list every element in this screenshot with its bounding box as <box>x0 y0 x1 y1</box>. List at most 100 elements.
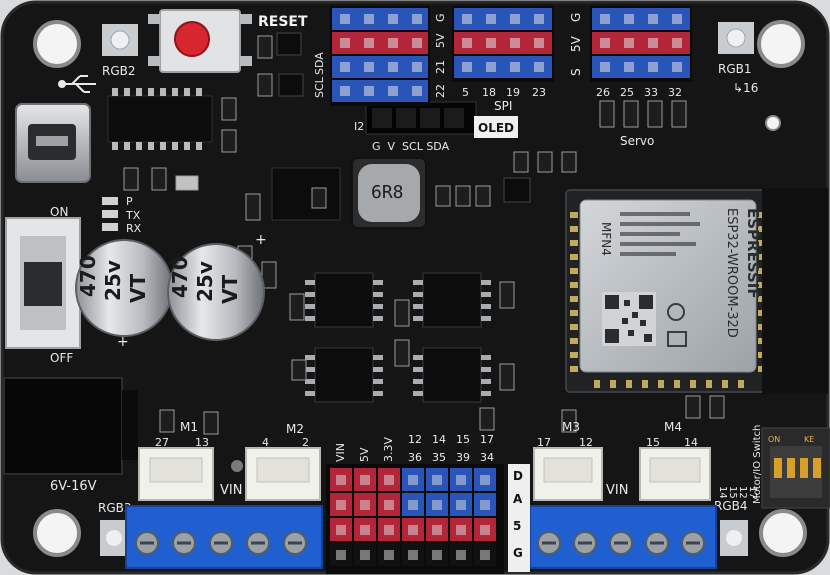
capacitor-right: 470 25v VT <box>167 243 265 341</box>
capacitor-left: 470 25v VT <box>75 239 173 337</box>
m1-pin-0: 27 <box>155 436 169 449</box>
rgb2-label: RGB2 <box>102 64 136 78</box>
header-pin <box>480 475 490 485</box>
hdr-side-label-2: 5 <box>513 519 521 533</box>
hdr-row1-pin-1: 14 <box>432 433 446 446</box>
hdr-vin-label: VIN <box>334 443 347 462</box>
dip-pin-2: 12 <box>737 486 748 499</box>
power-input-label: 6V-16V <box>50 479 97 494</box>
motor-m2-connector[interactable] <box>245 447 321 501</box>
hdr-row2-pin-2: 39 <box>456 451 470 464</box>
usb-port[interactable] <box>15 103 91 183</box>
top-pin-22: 22 <box>434 84 447 98</box>
rgb1-led: RGB1 ↳16 <box>718 22 758 95</box>
servo-header[interactable] <box>590 6 692 82</box>
hdr-side-label-0: D <box>513 469 523 483</box>
svg-text:470: 470 <box>168 256 192 298</box>
passive-components <box>123 35 725 435</box>
header-pin <box>432 550 442 560</box>
motor-m3-connector[interactable] <box>533 447 603 501</box>
header-pin <box>336 525 346 535</box>
motor-io-dip-switch[interactable] <box>761 427 830 509</box>
top-i2c-header[interactable] <box>330 6 430 106</box>
mounting-holes <box>33 20 807 557</box>
svg-text:25v: 25v <box>101 260 125 301</box>
hdr-33v-label: 3.3V <box>382 437 395 462</box>
m1-label: M1 <box>180 420 198 434</box>
motor-m1-connector[interactable] <box>138 447 214 501</box>
header-pin <box>384 500 394 510</box>
motor-driver-pins <box>305 280 491 396</box>
screw-terminal-left[interactable] <box>125 505 323 569</box>
module-qr-code <box>602 292 656 346</box>
header-pin <box>384 550 394 560</box>
led-rx-label: RX <box>126 222 142 235</box>
top-pin-21: 21 <box>434 60 447 74</box>
transistor-chips <box>276 32 531 203</box>
oled-header[interactable] <box>365 101 477 135</box>
header-pin <box>408 475 418 485</box>
hdr-row1-pin-0: 12 <box>408 433 422 446</box>
vin-label-left: VIN <box>220 483 242 498</box>
dc-power-jack[interactable] <box>3 377 138 475</box>
module-code: MFN4 <box>599 222 613 256</box>
spi-header[interactable] <box>452 6 554 82</box>
status-leds: P TX RX <box>102 195 142 235</box>
svg-text:VT: VT <box>126 274 150 303</box>
svg-text:VT: VT <box>218 275 242 304</box>
dip-label: Motor/IO Switch <box>752 425 763 504</box>
usb-icon <box>58 75 96 93</box>
header-pin <box>384 525 394 535</box>
m4-pin-0: 15 <box>646 436 660 449</box>
header-pin <box>336 550 346 560</box>
servo-pin-2: 33 <box>644 86 658 99</box>
spi-label: SPI <box>494 99 512 113</box>
m1-pin-1: 13 <box>195 436 209 449</box>
dip-on-label: ON <box>768 435 780 444</box>
led-tx-label: TX <box>125 209 141 222</box>
dip-pin-0: 14 <box>717 486 728 499</box>
header-pin <box>384 475 394 485</box>
screw-terminal-right[interactable] <box>529 505 717 569</box>
header-pin <box>456 550 466 560</box>
top-5v-label: 5V <box>434 33 447 48</box>
header-pin <box>432 500 442 510</box>
antenna-area <box>762 188 828 394</box>
top-g-label: G <box>434 13 447 22</box>
servo-s-label: S <box>569 68 583 76</box>
hdr-row2-pin-3: 34 <box>480 451 494 464</box>
hdr-row2-pin-1: 35 <box>432 451 446 464</box>
motor-driver-chips <box>314 272 482 403</box>
spi-pin-3: 23 <box>532 86 546 99</box>
header-pin <box>432 475 442 485</box>
svg-text:470: 470 <box>76 255 100 297</box>
hdr-row2-pin-0: 36 <box>408 451 422 464</box>
oled-pins-label: G V SCL SDA <box>372 140 450 153</box>
m2-pin-1: 2 <box>302 436 309 449</box>
header-pin <box>456 475 466 485</box>
rgb3-led: RGB3 <box>98 501 132 556</box>
rgb3-label: RGB3 <box>98 501 132 515</box>
m3-pin-0: 17 <box>537 436 551 449</box>
header-pin <box>360 500 370 510</box>
header-pin <box>480 525 490 535</box>
regulator-chip <box>271 167 341 221</box>
reset-button[interactable] <box>148 9 252 73</box>
sda-label: SDA <box>313 52 326 75</box>
switch-on-label: ON <box>50 205 68 219</box>
spi-pin-1: 18 <box>482 86 496 99</box>
usb-serial-chip <box>107 88 213 150</box>
servo-pin-1: 25 <box>620 86 634 99</box>
inductor: 6R8 <box>351 157 427 229</box>
motor-m4-connector[interactable] <box>639 447 711 501</box>
oled-label: OLED <box>478 121 514 135</box>
hdr-side-label-3: G <box>513 546 523 560</box>
m2-pin-0: 4 <box>262 436 269 449</box>
rgb4-label: RGB4 <box>714 499 748 513</box>
m3-label: M3 <box>562 420 580 434</box>
header-pin <box>408 500 418 510</box>
power-switch[interactable] <box>5 217 81 349</box>
header-pin <box>480 500 490 510</box>
bottom-header-pins <box>330 468 496 566</box>
